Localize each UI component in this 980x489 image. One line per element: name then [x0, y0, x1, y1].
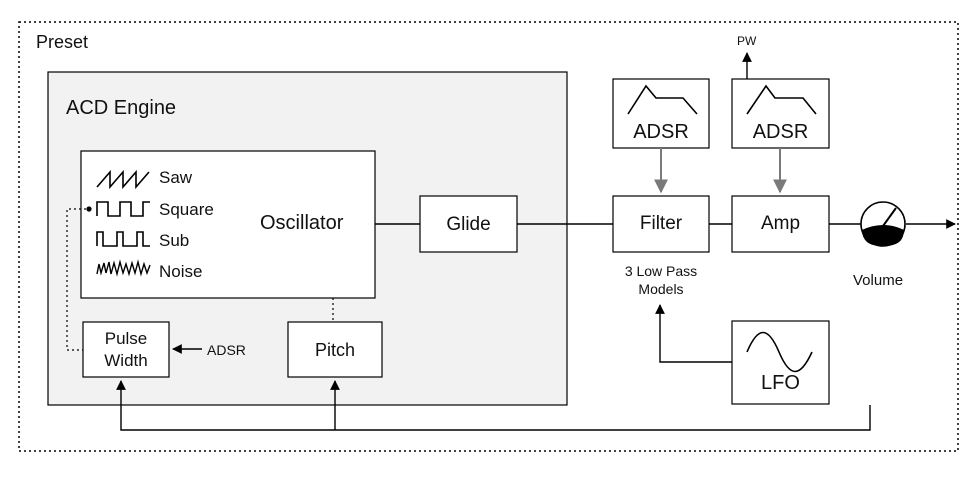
- amp-label: Amp: [760, 213, 801, 234]
- filter-envelope-icon: [627, 84, 698, 115]
- waveform-selected-dot: [86, 206, 92, 212]
- filter-caption-line2: Models: [638, 281, 684, 297]
- filter-adsr-label: ADSR: [633, 121, 689, 143]
- glide-label: Glide: [446, 214, 491, 235]
- waveform-label-square: Square: [159, 200, 214, 219]
- pulse-width-label-line1: Pulse: [104, 329, 148, 348]
- pw-output-label: PW: [737, 34, 757, 48]
- lfo-box: [731, 320, 830, 405]
- preset-label: Preset: [36, 32, 89, 52]
- pulse-width-label-line2: Width: [104, 351, 148, 370]
- lfo-filter-arrow: [655, 304, 732, 363]
- square-wave-icon: [96, 201, 150, 217]
- pw-adsr-label: ADSR: [207, 342, 246, 358]
- volume-knob-icon: [860, 201, 906, 247]
- saw-wave-icon: [96, 169, 150, 190]
- waveform-label-sub: Sub: [159, 231, 190, 250]
- waveform-label-noise: Noise: [159, 262, 203, 281]
- engine-title: ACD Engine: [66, 97, 177, 119]
- amp-box: [731, 195, 830, 253]
- amp-adsr-label: ADSR: [752, 121, 809, 143]
- pitch-box: [287, 321, 383, 378]
- volume-label: Volume: [853, 272, 904, 289]
- glide-box: [419, 195, 518, 253]
- pitch-label: Pitch: [314, 340, 356, 360]
- oscillator-label: Oscillator: [260, 212, 344, 234]
- amp-envelope-icon: [746, 84, 817, 115]
- noise-wave-icon: [96, 259, 151, 277]
- filter-box: [612, 195, 710, 253]
- filter-caption-line1: 3 Low Pass: [624, 263, 698, 279]
- feedback-bus: [116, 380, 871, 431]
- sine-wave-icon: [746, 331, 813, 373]
- oscillator-box: [80, 150, 376, 299]
- sub-wave-icon: [96, 231, 150, 247]
- filter-label: Filter: [639, 213, 683, 234]
- waveform-label-saw: Saw: [159, 168, 193, 187]
- preset-frame: [18, 21, 959, 452]
- pulse-width-box: [82, 321, 170, 378]
- lfo-label: LFO: [761, 372, 800, 394]
